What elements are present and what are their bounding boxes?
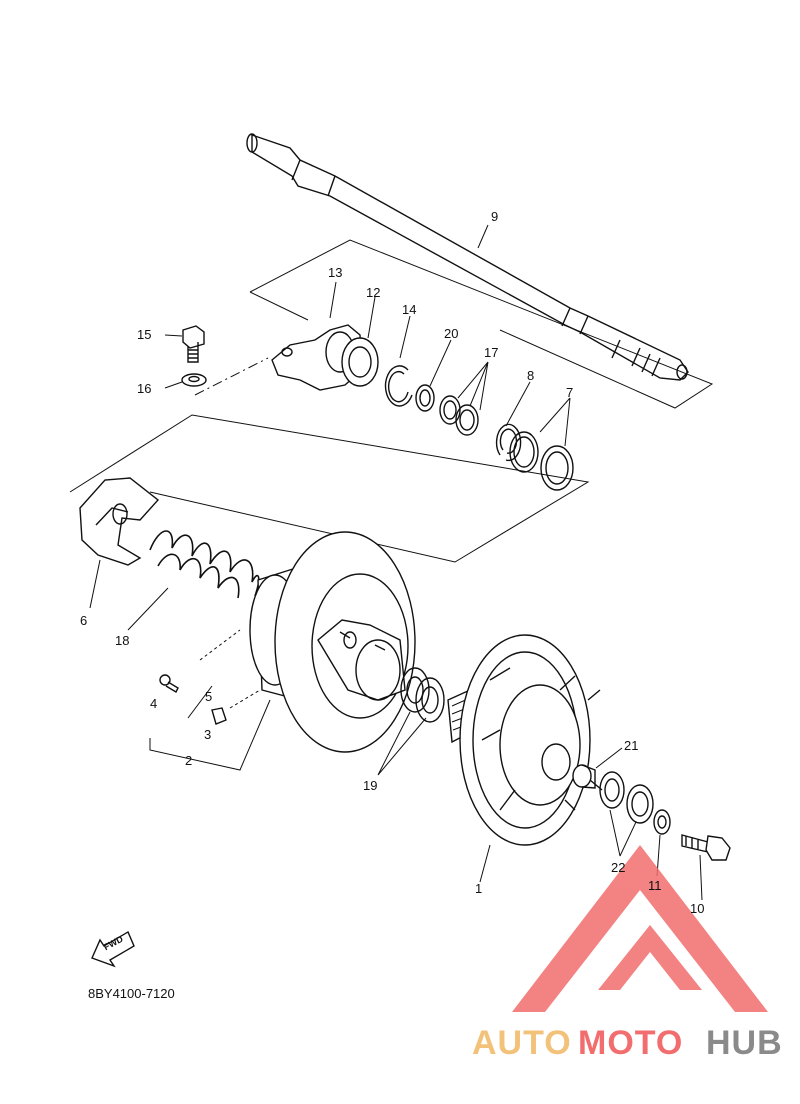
watermark-word-moto: MOTO [578, 1024, 684, 1062]
callout-11: 11 [648, 878, 662, 893]
fwd-arrow-icon [91, 930, 135, 968]
callout-16: 16 [137, 381, 152, 396]
washer-22a-part [599, 771, 625, 809]
watermark-logo-icon [512, 845, 768, 1012]
ring-20-part [415, 384, 435, 412]
ring-7a-part [509, 431, 539, 473]
circlip-part [384, 365, 413, 407]
callout-18: 18 [115, 633, 130, 648]
callout-12: 12 [366, 285, 381, 300]
callout-2: 2 [185, 753, 193, 768]
callout-20: 20 [444, 326, 459, 341]
callout-19: 19 [363, 778, 378, 793]
slider-3-part [211, 707, 227, 725]
watermark-word-auto: AUTO [472, 1024, 572, 1062]
callout-8: 8 [527, 368, 535, 383]
ring-17b-part [455, 404, 479, 436]
screw-4-part [159, 674, 179, 693]
callout-6: 6 [80, 613, 88, 628]
spring-part [149, 530, 260, 599]
spacer-19b-part [415, 677, 445, 723]
bolt-15-part [182, 325, 205, 363]
washer-22b-part [626, 784, 654, 824]
fixed-sheave-part [447, 634, 603, 846]
diagram-code: 8BY4100-7120 [88, 986, 175, 1001]
callout-3: 3 [204, 727, 212, 742]
callout-4: 4 [150, 696, 158, 711]
callout-21: 21 [624, 738, 639, 753]
callout-17: 17 [484, 345, 499, 360]
bolt-10-part [681, 834, 731, 861]
callout-5: 5 [205, 689, 213, 704]
callout-1: 1 [475, 881, 483, 896]
ring-7b-part [540, 445, 574, 491]
callout-10: 10 [690, 901, 705, 916]
movable-sheave-part [249, 531, 416, 753]
callout-13: 13 [328, 265, 343, 280]
upper-group-outline [249, 239, 714, 409]
circlip-8-part [495, 423, 522, 462]
callout-7: 7 [566, 385, 574, 400]
shaft-part [246, 133, 689, 381]
ring-17a-part [439, 395, 461, 425]
callout-9: 9 [491, 209, 499, 224]
watermark-word-hub: HUB [706, 1024, 783, 1062]
spacer-19a-part [400, 667, 430, 713]
leader-lines [89, 224, 703, 901]
bearing-part [341, 337, 379, 387]
washer-11-part [653, 809, 671, 835]
callout-22: 22 [611, 860, 626, 875]
callout-14: 14 [402, 302, 417, 317]
washer-16-part [181, 373, 207, 387]
collar-part [572, 764, 596, 789]
ramp-part [79, 477, 160, 566]
callout-15: 15 [137, 327, 152, 342]
